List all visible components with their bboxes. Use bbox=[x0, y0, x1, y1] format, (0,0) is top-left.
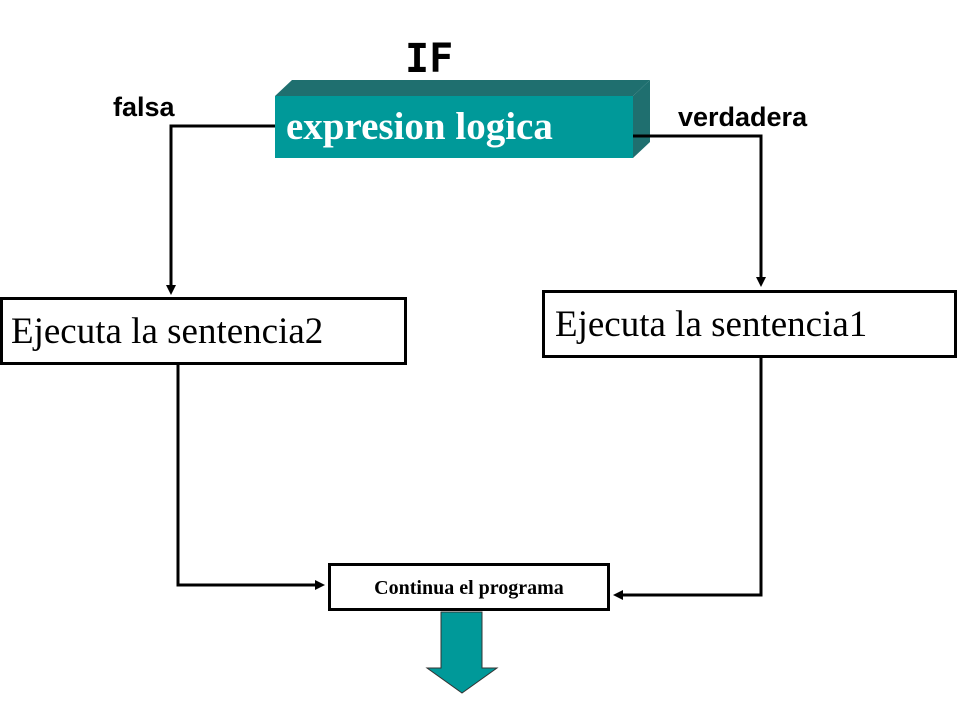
false-branch-connector bbox=[166, 124, 275, 295]
condition-label: expresion logica bbox=[286, 105, 553, 148]
condition-block bbox=[275, 80, 650, 158]
false-branch-label: falsa bbox=[113, 92, 175, 122]
continue-box: Continua el programa bbox=[328, 563, 610, 611]
condition-block-top bbox=[275, 80, 650, 96]
false-action-box: Ejecuta la sentencia2 bbox=[0, 297, 407, 365]
true-to-continue-connector bbox=[613, 358, 763, 600]
down-arrow-icon bbox=[425, 611, 499, 694]
true-branch-connector bbox=[633, 134, 766, 287]
condition-block-front bbox=[275, 96, 633, 158]
false-to-continue-connector bbox=[176, 363, 325, 590]
condition-block-side bbox=[633, 80, 650, 158]
true-action-box: Ejecuta la sentencia1 bbox=[542, 290, 957, 358]
true-branch-label: verdadera bbox=[678, 102, 808, 132]
if-title: IF bbox=[405, 36, 454, 82]
